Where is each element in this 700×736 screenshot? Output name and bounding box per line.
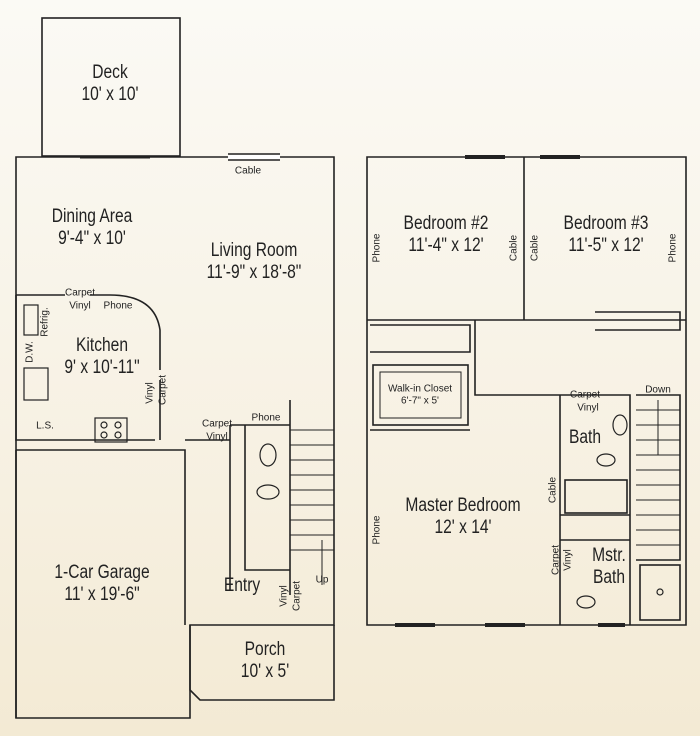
porch-outline (189, 625, 335, 701)
vinyl-label-entry: Vinyl (206, 431, 228, 443)
vinyl-label-mbath: Vinyl (562, 549, 574, 571)
up-label: Up (315, 574, 329, 586)
kitchen-walls (15, 294, 161, 441)
phone-label-kitchen: Phone (103, 300, 133, 312)
stair-walls (229, 400, 291, 595)
cable-label-bed2: Cable (508, 234, 520, 262)
vinyl-label-kitchen-side: Vinyl (144, 382, 156, 404)
cable-label-master: Cable (547, 476, 559, 504)
dishwasher-label: D.W. (24, 341, 36, 363)
walk-in-closet-outline (372, 364, 469, 426)
carpet-label-kitchen-side: Carpet (157, 374, 169, 406)
master-bath-label: Mstr.Bath (592, 545, 626, 588)
cable-label-bed3: Cable (529, 234, 541, 262)
bath-label: Bath (568, 427, 602, 449)
phone-label-bed3: Phone (667, 233, 679, 263)
carpet-label-mbath: Carpet (550, 544, 562, 576)
carpet-label-bath: Carpet (569, 389, 601, 401)
carpet-label-stairs: Carpet (291, 580, 303, 612)
vinyl-label-bath: Vinyl (577, 402, 599, 414)
vinyl-label-stairs: Vinyl (278, 585, 290, 607)
phone-label-bed2: Phone (371, 233, 383, 263)
entry-label: Entry (223, 575, 261, 597)
phone-label-master: Phone (371, 515, 383, 545)
carpet-label-entry: Carpet (201, 418, 233, 430)
down-label: Down (645, 384, 671, 396)
phone-label-entry: Phone (251, 412, 281, 424)
vinyl-label-kitchen: Vinyl (69, 300, 91, 312)
lazy-susan-label: L.S. (36, 420, 54, 432)
cable-label-living: Cable (234, 165, 262, 177)
carpet-label-kitchen: Carpet (64, 287, 96, 299)
refrigerator-label: Refrig. (39, 307, 51, 337)
garage-walls (16, 449, 186, 625)
